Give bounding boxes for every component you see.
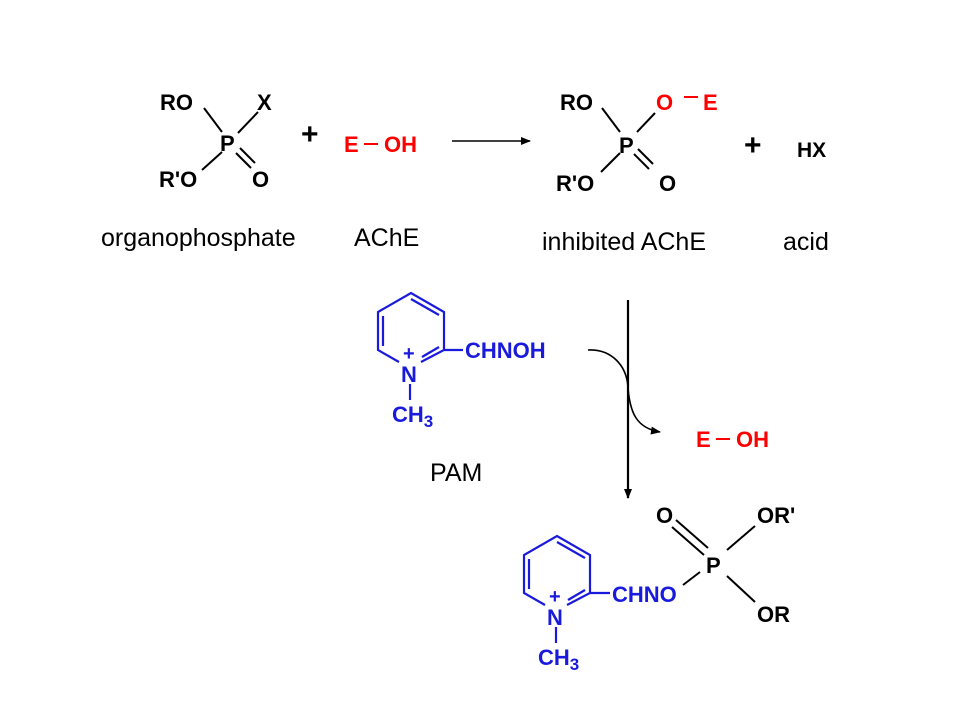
- released-enzyme: E OH: [696, 427, 769, 452]
- atom-rpo: R'O: [159, 167, 197, 192]
- atom-o: O: [252, 167, 269, 192]
- curved-arrow: [587, 349, 661, 435]
- double-bond-po-1: [671, 526, 705, 556]
- bond-ro-p: [601, 107, 621, 133]
- positive-charge: +: [549, 586, 561, 608]
- atom-oh: OH: [736, 427, 769, 452]
- caption-organophosphate: organophosphate: [101, 224, 296, 252]
- atom-x: X: [257, 90, 272, 115]
- ring-double-bond-2: [556, 541, 586, 559]
- bond-p-o: [636, 112, 656, 133]
- atom-e: E: [696, 427, 711, 452]
- double-bond-1: [637, 148, 654, 165]
- group-ch-text: CH: [538, 645, 570, 670]
- caption-ache: AChE: [354, 224, 419, 252]
- atom-oh: OH: [384, 132, 417, 157]
- atom-p: P: [619, 133, 634, 158]
- enzyme-structure: E OH: [344, 132, 417, 157]
- bond-p-rpo: [600, 152, 621, 173]
- atom-e: E: [344, 132, 359, 157]
- atom-o: O: [659, 171, 676, 196]
- group-chnoh: CHNOH: [465, 338, 546, 363]
- ring-double-bond-3: [421, 346, 440, 358]
- atom-ro: RO: [160, 90, 193, 115]
- atom-rpo: R'O: [556, 171, 594, 196]
- double-bond-1: [239, 147, 256, 164]
- atom-n: N: [401, 362, 417, 387]
- atom-e: E: [703, 90, 718, 115]
- bond-ro-p: [203, 107, 223, 133]
- bond-p-chno: [682, 571, 701, 586]
- hx-product: HX: [797, 139, 826, 162]
- bond-p-rpo: [201, 151, 223, 171]
- plus-sign-1: +: [301, 118, 319, 151]
- caption-pam: PAM: [430, 459, 482, 487]
- double-bond-2: [235, 152, 252, 169]
- atom-o-link: O: [656, 90, 673, 115]
- phosphorylated-pam-structure: O OR' P OR N + CHNO CH3: [522, 503, 795, 674]
- atom-p: P: [220, 131, 235, 156]
- bond-p-or-prime: [726, 525, 756, 551]
- pam-structure: N + CHNOH CH3: [376, 291, 546, 431]
- subscript-3: 3: [570, 655, 579, 674]
- atom-or: OR: [757, 602, 790, 627]
- bond-p-or: [726, 575, 756, 603]
- positive-charge: +: [403, 343, 415, 365]
- atom-ro: RO: [560, 90, 593, 115]
- caption-inhibited-ache: inhibited AChE: [542, 228, 706, 256]
- inhibited-ache-structure: RO O E P R'O O: [556, 90, 718, 196]
- atom-or-prime: OR': [757, 503, 795, 528]
- subscript-3: 3: [424, 412, 433, 431]
- group-ch-text: CH: [392, 402, 424, 427]
- ring-double-bond-3: [567, 589, 586, 601]
- double-bond-po-2: [675, 519, 709, 549]
- atom-p: P: [706, 553, 721, 578]
- group-ch3: CH3: [538, 645, 579, 674]
- atom-o-top: O: [656, 503, 673, 528]
- ring-double-bond-2: [410, 298, 440, 316]
- double-bond-2: [633, 153, 650, 170]
- caption-acid: acid: [783, 228, 829, 256]
- organophosphate-structure: RO X P R'O O: [159, 90, 272, 192]
- plus-sign-2: +: [744, 129, 762, 162]
- group-chno: CHNO: [612, 582, 677, 607]
- atom-n: N: [547, 605, 563, 630]
- group-ch3: CH3: [392, 402, 433, 431]
- bond-p-x: [237, 111, 259, 134]
